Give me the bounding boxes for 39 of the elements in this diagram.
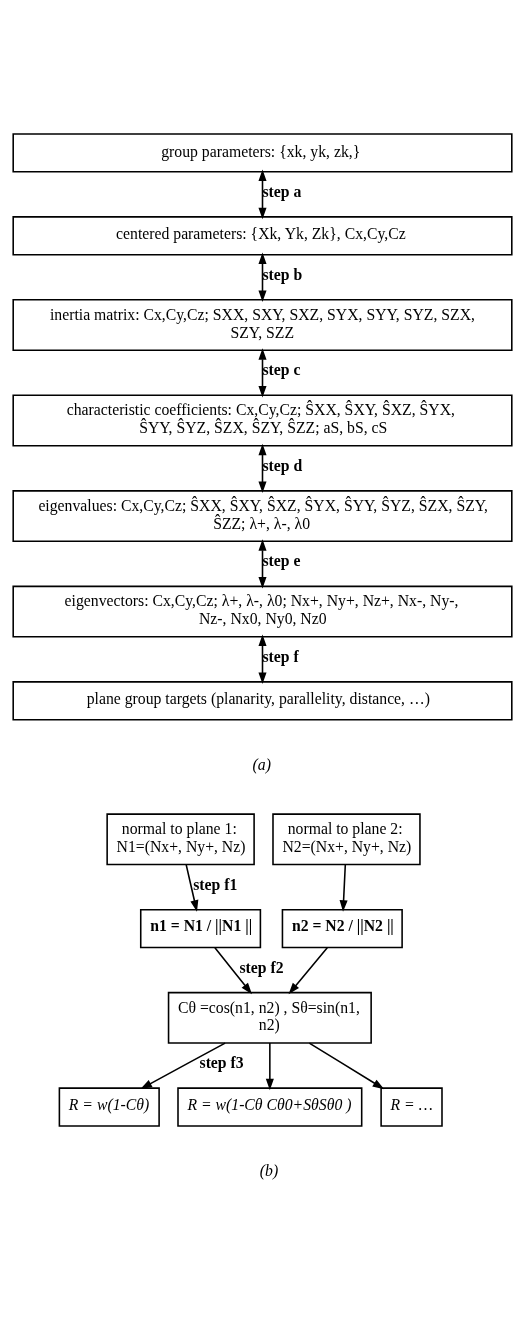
node-box: normal to plane 1: N1=(Nx+, Ny+, Nz) (105, 813, 255, 866)
arrow (308, 1042, 384, 1090)
node-box: characteristic coefficients: Cx,Cy,Cz; ŜXX, ŜXY, ŜXZ, ŜYX, ŜYY, ŜYZ, ŜZX, ŜZY, ŜZZ; aS, bS, cS (11, 394, 513, 447)
arrow (257, 252, 267, 302)
edge-label: step f (262, 647, 299, 665)
node-box: plane group targets (planarity, parallelity, distance, …) (11, 681, 513, 721)
edge-label: step d (262, 456, 302, 474)
node-box: n2 = N2 / ||N2 || (281, 908, 403, 949)
label: (b) (259, 1161, 278, 1179)
arrow (257, 169, 267, 220)
node-box: inertia matrix: Cx,Cy,Cz; SXX, SXY, SXZ, SYX, SYY, SYZ, SZX, SZY, SZZ (11, 299, 513, 351)
edge-label: step f2 (238, 958, 284, 976)
arrow (184, 863, 198, 912)
node-box: R = w(1-Cθ Cθ0+SθSθ0 ) (176, 1087, 362, 1127)
node-box: group parameters: {xk, yk, zk,} (11, 133, 513, 173)
node-box: normal to plane 2: N2=(Nx+, Ny+, Nz) (271, 813, 421, 866)
node-box: eigenvalues: Cx,Cy,Cz; ŜXX, ŜXY, ŜXZ, ŜYX, ŜYY, ŜYZ, ŜZX, ŜZY, ŜZZ; λ+, λ-, λ0 (11, 490, 513, 543)
edge-label: step f3 (199, 1054, 244, 1072)
arrow (265, 1042, 274, 1091)
arrow (257, 539, 267, 589)
node-box: eigenvectors: Cx,Cy,Cz; λ+, λ-, λ0; Nx+, Ny+, Nz+, Nx-, Ny-, Nz-, Nx0, Ny0, Nz0 (11, 585, 513, 638)
arrow (257, 348, 267, 398)
node-box: R = … (379, 1087, 443, 1127)
edge-label: step c (262, 361, 301, 379)
edge-label: step b (262, 265, 302, 283)
edge-label: step a (262, 182, 301, 200)
arrow (213, 946, 252, 995)
arrow (288, 946, 328, 995)
node-box: centered parameters: {Xk, Yk, Zk}, Cx,Cy,Cz (11, 216, 513, 256)
arrow (339, 863, 348, 912)
label: (a) (252, 755, 271, 773)
node-box: n1 = N1 / ||N1 || (139, 908, 261, 949)
node-box: R = w(1-Cθ) (58, 1087, 160, 1127)
arrow (257, 634, 267, 685)
arrow (139, 1042, 226, 1090)
edge-label: step f1 (192, 875, 237, 893)
edge-label: step e (262, 552, 301, 570)
node-box: Cθ =cos(n1, n2) , Sθ=sin(n1, n2) (167, 991, 372, 1044)
arrow (257, 443, 267, 493)
